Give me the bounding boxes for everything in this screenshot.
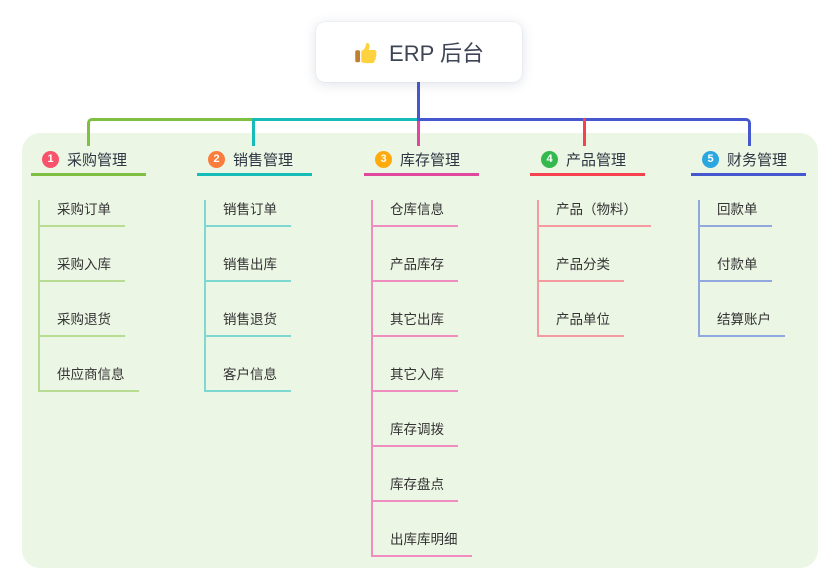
child-node[interactable]: 仓库信息 — [373, 200, 458, 227]
connector-branch-3 — [417, 121, 420, 146]
child-node[interactable]: 结算账户 — [700, 310, 785, 337]
child-node[interactable]: 采购入库 — [40, 255, 125, 282]
branch-node[interactable]: 3 库存管理 — [364, 146, 479, 176]
branch-children: 仓库信息产品库存其它出库其它入库库存调拨库存盘点出库库明细 — [371, 200, 472, 557]
connector-branch-4 — [583, 118, 586, 146]
child-node[interactable]: 产品分类 — [539, 255, 624, 282]
branch-node-label: 产品管理 — [566, 152, 627, 169]
child-node[interactable]: 产品（物料） — [539, 200, 651, 227]
branch-number-badge: 2 — [208, 151, 225, 168]
root-node[interactable]: ERP 后台 — [316, 22, 522, 82]
root-stem-connector — [417, 82, 420, 121]
child-node[interactable]: 出库库明细 — [373, 530, 472, 557]
branch-column-3: 3 库存管理 仓库信息产品库存其它出库其它入库库存调拨库存盘点出库库明细 — [364, 146, 479, 557]
child-node[interactable]: 其它入库 — [373, 365, 458, 392]
branch-number-badge: 1 — [42, 151, 59, 168]
child-node[interactable]: 库存盘点 — [373, 475, 458, 502]
branch-children: 产品（物料） 产品分类产品单位 — [537, 200, 651, 337]
child-node[interactable]: 客户信息 — [206, 365, 291, 392]
child-node[interactable]: 产品库存 — [373, 255, 458, 282]
connector-branch-1 — [87, 118, 252, 146]
child-node[interactable]: 产品单位 — [539, 310, 624, 337]
branch-node-label: 销售管理 — [233, 152, 294, 169]
child-node[interactable]: 销售出库 — [206, 255, 291, 282]
thumbs-up-icon — [354, 40, 379, 65]
branch-number-badge: 4 — [541, 151, 558, 168]
branch-column-2: 2 销售管理 销售订单销售出库销售退货客户信息 — [197, 146, 312, 392]
connector-branch-2 — [252, 118, 417, 146]
child-node[interactable]: 库存调拨 — [373, 420, 458, 447]
branch-node[interactable]: 4 产品管理 — [530, 146, 645, 176]
child-node[interactable]: 付款单 — [700, 255, 772, 282]
child-node[interactable]: 回款单 — [700, 200, 772, 227]
branch-number-badge: 3 — [375, 151, 392, 168]
branch-node[interactable]: 5 财务管理 — [691, 146, 806, 176]
branch-node[interactable]: 1 采购管理 — [31, 146, 146, 176]
branch-children: 销售订单销售出库销售退货客户信息 — [204, 200, 291, 392]
branch-column-4: 4 产品管理 产品（物料） 产品分类产品单位 — [530, 146, 651, 337]
branch-children: 采购订单采购入库采购退货供应商信息 — [38, 200, 139, 392]
branch-column-5: 5 财务管理 回款单付款单结算账户 — [691, 146, 806, 337]
branch-number-badge: 5 — [702, 151, 719, 168]
branch-node[interactable]: 2 销售管理 — [197, 146, 312, 176]
child-node[interactable]: 采购订单 — [40, 200, 125, 227]
child-node[interactable]: 销售订单 — [206, 200, 291, 227]
branch-column-1: 1 采购管理 采购订单采购入库采购退货供应商信息 — [31, 146, 146, 392]
root-node-label: ERP 后台 — [389, 41, 484, 66]
child-node[interactable]: 其它出库 — [373, 310, 458, 337]
branches-panel — [22, 133, 818, 568]
branch-node-label: 采购管理 — [67, 152, 128, 169]
child-node[interactable]: 采购退货 — [40, 310, 125, 337]
branch-children: 回款单付款单结算账户 — [698, 200, 785, 337]
branch-node-label: 财务管理 — [727, 152, 788, 169]
child-node[interactable]: 销售退货 — [206, 310, 291, 337]
child-node[interactable]: 供应商信息 — [40, 365, 139, 392]
branch-node-label: 库存管理 — [400, 152, 461, 169]
